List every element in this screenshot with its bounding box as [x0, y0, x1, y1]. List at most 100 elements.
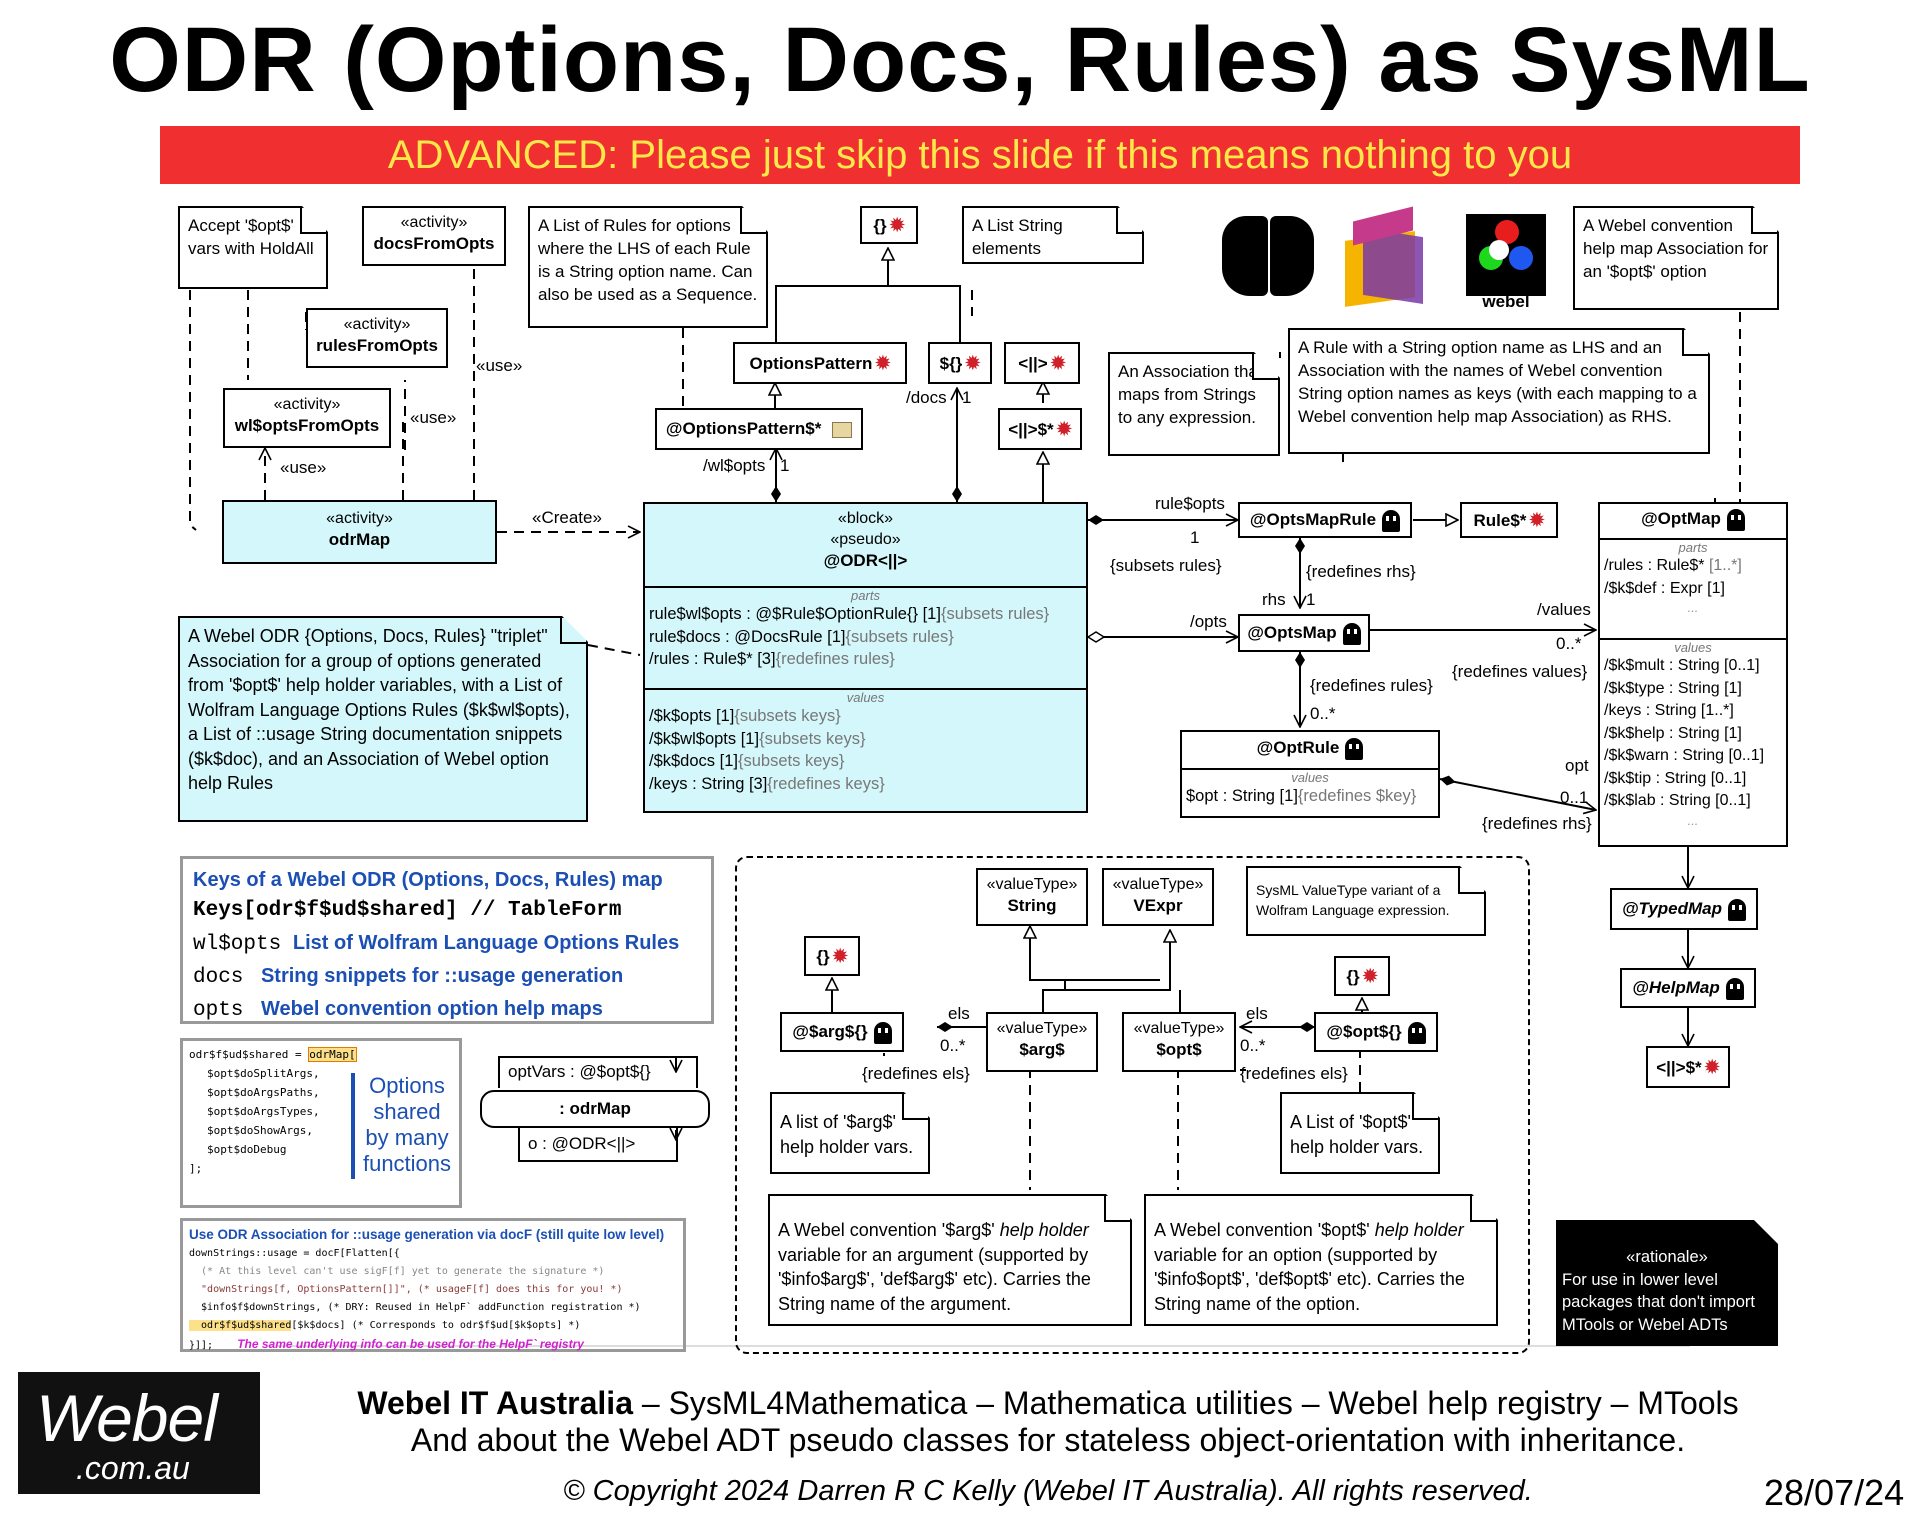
create-label: «Create»	[532, 508, 602, 527]
opt-vars-pin: optVars : @$opt${}	[498, 1056, 698, 1088]
use-label-1: «use»	[476, 356, 523, 375]
arg-holder-note: A Webel convention '$arg$' help holder v…	[768, 1194, 1132, 1326]
wolfram-spikey-icon: ✹	[889, 215, 905, 235]
opt-map-value: /$k$lab : String [0..1]	[1604, 792, 1751, 809]
odr-output-pin: o : @ODR<||>	[518, 1128, 678, 1162]
code-panel-side-note: Options shared by many functions	[362, 1073, 452, 1176]
code-line: ];	[189, 1162, 203, 1175]
help-map-note: A Webel convention help map Association …	[1573, 206, 1779, 310]
angle-block: <||>✹	[1004, 342, 1080, 384]
code-line: $opt$doSplitArgs,	[207, 1067, 320, 1080]
string-value-type: «valueType»String	[976, 868, 1088, 926]
usage-code-line: odr$f$ud$shared[$k$docs] (* Corresponds …	[189, 1320, 581, 1331]
typed-map-block: @TypedMap	[1610, 888, 1758, 930]
opt-map-value: /$k$type : String [1]	[1604, 679, 1742, 697]
odr-part: rule$docs : @DocsRule [1]{subsets rules}	[649, 627, 954, 646]
webel-logo-domain: .com.au	[76, 1450, 190, 1486]
wolfram-spikey-icon: ✹	[1050, 353, 1066, 373]
odr-value: /$k$opts [1]{subsets keys}	[649, 707, 841, 725]
options-pattern-block: OptionsPattern✹	[733, 342, 907, 384]
values-role-label: /values	[1537, 600, 1591, 619]
redefines-rhs-label-2: {redefines rhs}	[1482, 814, 1592, 833]
brain-icon	[1222, 214, 1314, 298]
opt-list-note: A List of '$opt$' help holder vars.	[1280, 1092, 1440, 1174]
usage-code-line: downStrings::usage = docF[Flatten[{	[189, 1248, 400, 1259]
assoc-expr-note: An Association that maps from Strings to…	[1108, 352, 1280, 456]
wolfram-spikey-icon: ✹	[875, 353, 891, 373]
wolfram-spikey-icon: ✹	[1056, 419, 1072, 439]
holdall-note: Accept '$opt$' vars with HoldAll	[178, 206, 328, 289]
opts-map-block: @OptsMap	[1238, 614, 1370, 652]
usage-panel: Use ODR Association for ::usage generati…	[180, 1218, 686, 1352]
braces-block-opt: {}✹	[1334, 956, 1390, 996]
vexpr-value-type: «valueType»VExpr	[1102, 868, 1214, 926]
opt-map-value: /$k$mult : String [0..1]	[1604, 657, 1760, 674]
els-multiplicity-2: 0..*	[1240, 1036, 1266, 1055]
optrule-multiplicity: 0..*	[1310, 704, 1336, 723]
odr-parts-title: parts	[851, 588, 880, 603]
table-icon	[832, 421, 853, 438]
opt-map-block: @OptMap parts /rules : Rule$* [1..*] /$k…	[1598, 502, 1788, 847]
angle-star-block-2: <||>$*✹	[1646, 1046, 1730, 1088]
code-line: $opt$doArgsPaths,	[207, 1086, 320, 1099]
keys-row: docs String snippets for ::usage generat…	[193, 965, 624, 989]
opt-rule-values-title: values	[1291, 770, 1329, 785]
odr-part: rule$wl$opts : @$Rule$OptionRule{} [1]{s…	[649, 605, 1050, 623]
opt-rule-block: @OptRule values $opt : String [1]{redefi…	[1180, 730, 1440, 818]
use-label-2: «use»	[410, 408, 457, 427]
rhs-multiplicity: 1	[1306, 590, 1316, 609]
webel-small-logo-icon	[1466, 214, 1546, 296]
els-label-2: els	[1246, 1004, 1268, 1023]
odr-map-action: : odrMap	[480, 1090, 710, 1128]
rules-list-note: A List of Rules for options where the LH…	[528, 206, 768, 328]
keys-panel: Keys of a Webel ODR (Options, Docs, Rule…	[180, 856, 714, 1024]
opt-block: @$opt${}	[1314, 1012, 1438, 1052]
odr-block: «block» «pseudo» @ODR<||> parts rule$wl$…	[643, 502, 1088, 813]
opts-role-label: /opts	[1190, 612, 1227, 631]
docs-multiplicity: 1	[962, 388, 972, 407]
webel-logo: Webel .com.au	[18, 1372, 260, 1494]
sysml-logo-icon	[1345, 206, 1429, 307]
odr-value: /$k$docs [1]{subsets keys}	[649, 752, 845, 770]
keys-row: wl$opts List of Wolfram Language Options…	[193, 932, 680, 956]
usage-code-line: $info$f$downStrings, (* DRY: Reused in H…	[189, 1302, 641, 1313]
odr-value: /$k$wl$opts [1]{subsets keys}	[649, 729, 866, 748]
ruleopts-multiplicity: 1	[1190, 528, 1200, 547]
help-map-block: @HelpMap	[1620, 968, 1756, 1008]
braces-block-arg: {}✹	[804, 936, 860, 976]
docs-role-label: /docs	[906, 388, 947, 407]
wolfram-spikey-icon: ✹	[1529, 510, 1545, 530]
code-line: $opt$doShowArgs,	[207, 1124, 313, 1137]
activity-odr-map: «activity»odrMap	[222, 500, 497, 564]
odr-stereotype-pseudo: «pseudo»	[830, 531, 901, 548]
keys-panel-code: Keys[odr$f$ud$shared] // TableForm	[193, 899, 622, 922]
ghost-icon	[873, 1021, 892, 1044]
opt-map-value: /keys : String [1..*]	[1604, 702, 1734, 719]
opt-value-type: «valueType»$opt$	[1122, 1012, 1236, 1072]
wolfram-spikey-icon: ✹	[1704, 1057, 1720, 1077]
opt-map-value: /$k$warn : String [0..1]	[1604, 747, 1765, 764]
opt-map-value: /$k$help : String [1]	[1604, 724, 1742, 742]
triplet-note: A Webel ODR {Options, Docs, Rules} "trip…	[178, 616, 588, 822]
options-pattern-star-block: @OptionsPattern$*	[655, 408, 863, 450]
opt-map-part: /$k$def : Expr [1]	[1604, 579, 1725, 597]
code-line: $opt$doArgsTypes,	[207, 1105, 320, 1118]
rationale-note: «rationale» For use in lower level packa…	[1556, 1220, 1778, 1346]
odr-stereotype-block: «block»	[837, 510, 894, 527]
ghost-icon	[1725, 977, 1744, 1000]
opt-multiplicity: 0..1	[1560, 788, 1589, 807]
vtype-variant-note: SysML ValueType variant of a Wolfram Lan…	[1246, 866, 1486, 936]
value-types-frame	[735, 856, 1530, 1354]
wlopts-role-label: /wl$opts	[703, 456, 766, 475]
arg-value-type: «valueType»$arg$	[986, 1012, 1098, 1072]
odr-name: @ODR<||>	[823, 551, 908, 570]
code-line: odr$f$ud$shared = odrMap[	[189, 1047, 357, 1062]
ghost-icon	[1407, 1021, 1426, 1044]
els-label-1: els	[948, 1004, 970, 1023]
string-list-note: A List String elements	[962, 206, 1144, 264]
subsets-rules-label: {subsets rules}	[1110, 556, 1222, 575]
wolfram-spikey-icon: ✹	[832, 946, 848, 966]
use-label-3: «use»	[280, 458, 327, 477]
angle-star-block: <||>$*✹	[998, 408, 1082, 450]
opt-map-values-ellipsis: ...	[1687, 812, 1699, 828]
